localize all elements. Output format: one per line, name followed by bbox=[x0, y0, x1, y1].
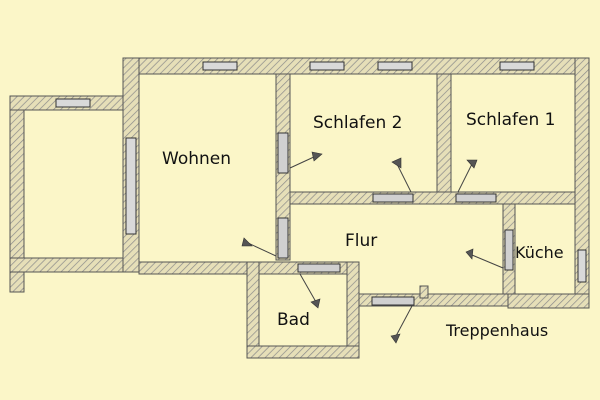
wall-left-bottom bbox=[9, 257, 139, 273]
room-label-bad: Bad bbox=[277, 310, 310, 330]
wall-bad-right bbox=[346, 261, 360, 359]
wall-bedrooms-bottom bbox=[289, 191, 576, 205]
room-label-schlafen-2: Schlafen 2 bbox=[313, 113, 403, 133]
door-icon bbox=[371, 296, 415, 344]
wall-stub bbox=[419, 285, 429, 299]
door-icon bbox=[241, 217, 289, 259]
door-icon bbox=[277, 132, 323, 174]
walls bbox=[9, 57, 590, 359]
room-label-wohnen: Wohnen bbox=[162, 149, 231, 169]
window-icon bbox=[377, 61, 413, 71]
windows bbox=[55, 61, 587, 283]
window-icon bbox=[577, 249, 587, 283]
door-icon bbox=[465, 229, 514, 271]
door-icon bbox=[455, 159, 497, 203]
room-labels: Wohnen Schlafen 2 Schlafen 1 Flur Küche … bbox=[162, 110, 564, 340]
wall-bad-bottom bbox=[246, 345, 360, 359]
wall-schlafen2-schlafen1 bbox=[436, 73, 452, 205]
wall-bad-left bbox=[246, 261, 260, 359]
room-label-kueche: Küche bbox=[515, 243, 564, 262]
door-icon bbox=[372, 157, 414, 203]
doors bbox=[241, 132, 514, 344]
room-label-schlafen-1: Schlafen 1 bbox=[466, 110, 556, 130]
room-label-flur: Flur bbox=[345, 231, 377, 251]
window-icon bbox=[202, 61, 238, 71]
window-icon bbox=[499, 61, 535, 71]
window-icon bbox=[55, 98, 91, 108]
door-icon bbox=[297, 263, 341, 309]
wall-kueche-bottom bbox=[507, 293, 590, 309]
room-label-treppenhaus: Treppenhaus bbox=[445, 321, 548, 340]
window-icon bbox=[309, 61, 345, 71]
window-icon bbox=[125, 137, 137, 235]
